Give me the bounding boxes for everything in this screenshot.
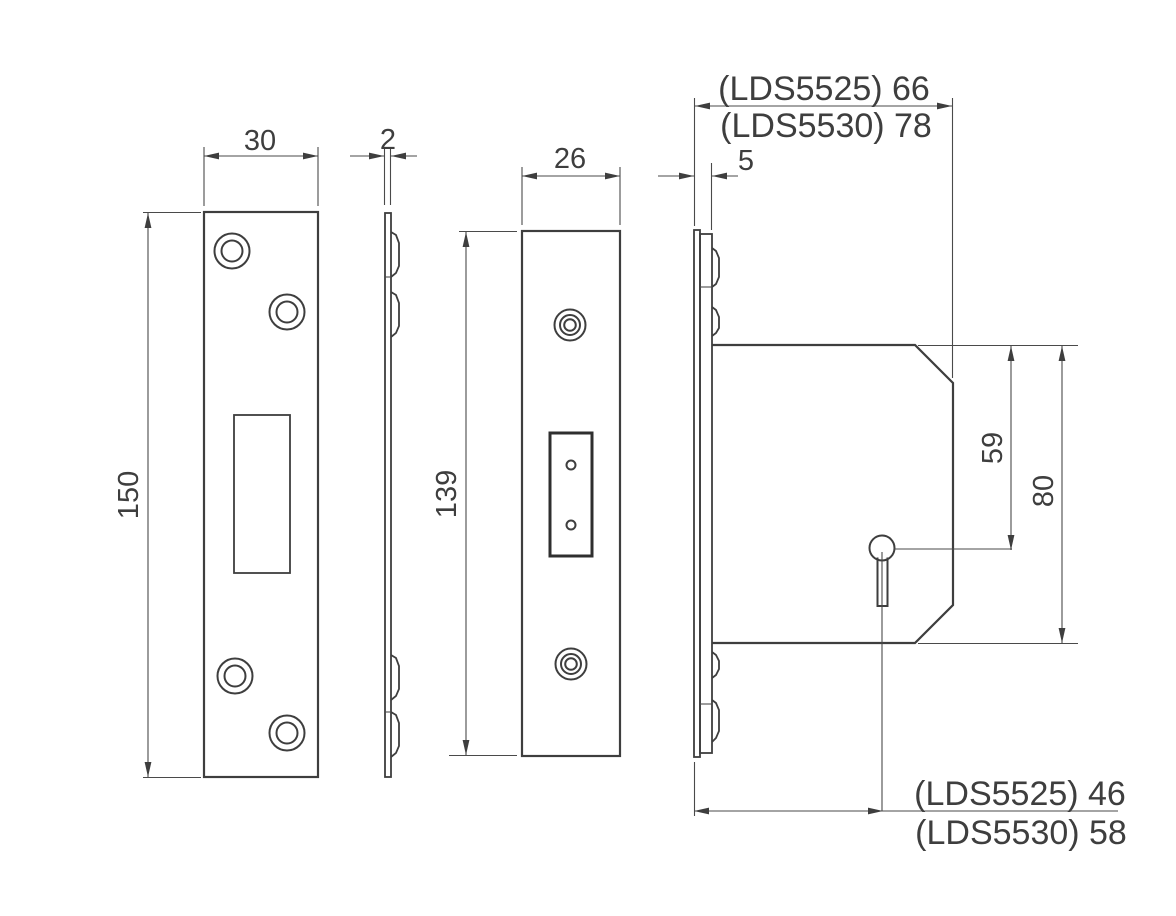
dimension-strike-height: 150 — [113, 211, 201, 779]
dim-label-strike-height: 150 — [113, 471, 145, 519]
strike-plate-side-view — [384, 212, 400, 778]
screw-hole — [268, 293, 306, 331]
dimension-backset: (LDS5525) 46 (LDS5530) 58 — [693, 762, 1127, 852]
screw-boss — [390, 654, 400, 701]
forend-outline — [520, 229, 622, 758]
dimension-strike-width: 30 — [203, 125, 319, 206]
dimension-strike-thickness: 2 — [350, 124, 417, 205]
screw-boss — [390, 231, 400, 278]
dim-label-backset-lds5530: (LDS5530) 58 — [915, 814, 1127, 852]
screw-boss — [390, 711, 400, 758]
lock-case-side-view — [693, 229, 1012, 811]
case-front-edge — [699, 233, 713, 754]
bolt-pin-hole — [565, 459, 577, 471]
lock-case-outline — [712, 343, 955, 645]
countersunk-screw-hole — [554, 647, 588, 681]
dimension-case-depth: (LDS5525) 66 (LDS5530) 78 — [693, 70, 954, 378]
dim-label-keyhole-centre: 59 — [977, 432, 1009, 464]
screw-boss — [711, 247, 720, 288]
dimension-forend-height: 139 — [431, 230, 517, 757]
countersunk-screw-hole — [553, 308, 587, 342]
dimension-keyhole-centre: 59 80 — [918, 344, 1078, 645]
dim-label-case-height: 80 — [1028, 475, 1060, 507]
screw-boss — [711, 651, 720, 679]
bolt-cutout — [233, 414, 291, 574]
dim-label-backset-lds5525: (LDS5525) 46 — [914, 775, 1126, 813]
lock-forend-front-view — [520, 229, 622, 758]
screw-boss — [390, 291, 400, 338]
dim-label-forend-width: 26 — [554, 143, 586, 175]
screw-hole — [268, 714, 306, 752]
dim-label-forend-height: 139 — [431, 470, 463, 518]
screw-hole — [213, 232, 251, 270]
screw-boss — [711, 306, 720, 337]
bolt-pin-hole — [565, 519, 577, 531]
dim-label-case-depth-lds5525: (LDS5525) 66 — [718, 70, 930, 108]
dimension-forend-width: 26 — [521, 143, 621, 225]
strike-plate-outline — [202, 210, 320, 779]
dimension-forend-offset: 5 — [658, 145, 754, 230]
screw-hole — [216, 657, 254, 695]
screw-boss — [711, 699, 720, 743]
strike-plate-front-view — [202, 210, 320, 779]
bolt-face — [548, 431, 594, 558]
dim-label-strike-width: 30 — [244, 125, 276, 157]
strike-plate-side-outline — [384, 212, 392, 778]
dim-label-strike-thickness: 2 — [380, 124, 396, 156]
dim-label-case-depth-lds5530: (LDS5530) 78 — [720, 107, 932, 145]
forend-side-outline — [693, 229, 701, 758]
dim-label-forend-offset: 5 — [738, 145, 754, 177]
